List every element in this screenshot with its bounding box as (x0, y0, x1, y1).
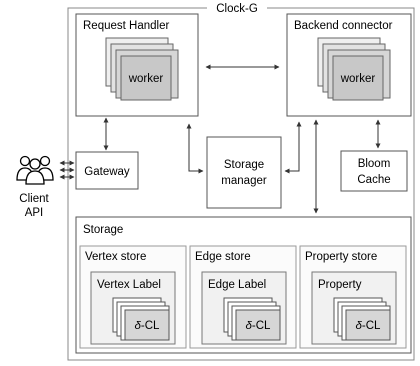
storage-manager-box (206, 136, 282, 209)
storage-manager-line1: Storage (224, 159, 264, 171)
client-label-line1: Client (19, 193, 49, 205)
arrow-connector-storage-manager (284, 121, 302, 174)
request-handler-workers: worker (105, 37, 179, 101)
delta-symbol: δ (246, 320, 253, 332)
bloom-cache-line2: Cache (357, 174, 390, 186)
delta-symbol: δ (356, 320, 363, 332)
backend-connector-workers: worker (317, 37, 391, 101)
backend-connector-label: Backend connector (294, 20, 393, 32)
arrow-handler-storage-manager (186, 123, 204, 174)
gateway-label: Gateway (84, 166, 130, 178)
property-label-text: Property (318, 279, 362, 291)
worker-label: worker (128, 73, 164, 85)
gateway-box (75, 151, 139, 190)
storage-manager-line2: manager (221, 175, 267, 187)
storage-label: Storage (83, 224, 123, 236)
svg-text:δ-CL: δ-CL (356, 320, 382, 332)
property-store-label: Property store (305, 251, 377, 263)
vertex-store: Vertex store Vertex Label δ-CL (79, 245, 187, 349)
users-icon (16, 155, 54, 185)
bloom-cache-box (340, 150, 408, 192)
edge-label-text: Edge Label (208, 279, 266, 291)
cl-suffix: -CL (141, 320, 160, 332)
delta-symbol: δ (135, 320, 142, 332)
client-arrows (59, 160, 75, 180)
svg-text:δ-CL: δ-CL (246, 320, 272, 332)
cl-suffix: -CL (252, 320, 271, 332)
worker-label: worker (340, 73, 376, 85)
clock-g-title: Clock-G (216, 3, 258, 15)
property-store: Property store Property δ-CL (299, 245, 407, 349)
request-handler-label: Request Handler (83, 20, 169, 32)
cl-suffix: -CL (362, 320, 381, 332)
svg-text:δ-CL: δ-CL (135, 320, 161, 332)
client-label-line2: API (25, 207, 44, 219)
edge-store: Edge store Edge Label δ-CL (189, 245, 297, 349)
bloom-cache-line1: Bloom (358, 158, 391, 170)
edge-store-label: Edge store (195, 251, 251, 263)
vertex-store-label: Vertex store (85, 251, 146, 263)
vertex-label-text: Vertex Label (97, 279, 161, 291)
